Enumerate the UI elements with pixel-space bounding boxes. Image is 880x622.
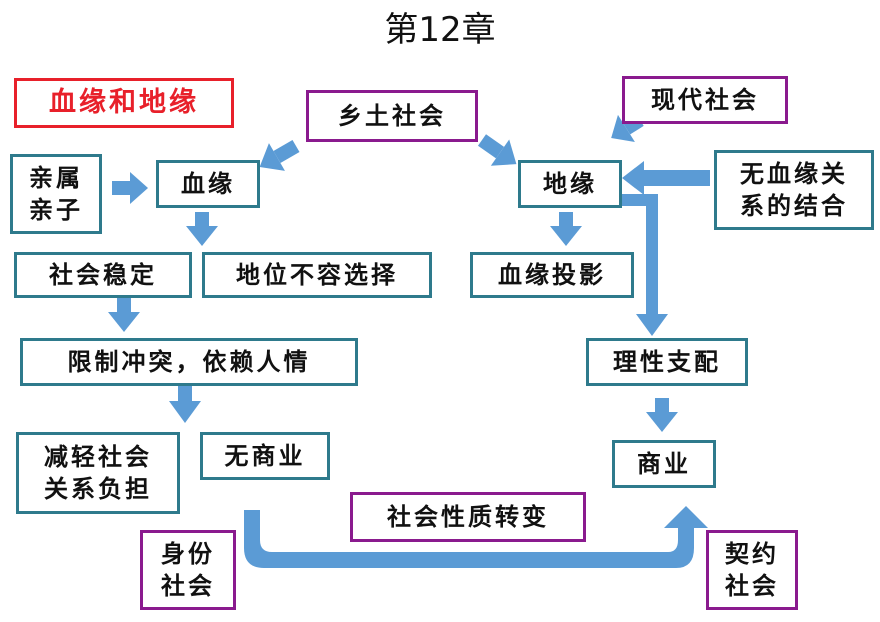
arrow-lixing-down [646,398,678,432]
node-shehui-xingzhi-zhuanbian: 社会性质转变 [350,492,586,542]
node-xiangtu-shehui: 乡土社会 [306,90,478,142]
chapter-title: 第12章 [384,10,496,50]
node-shehui-wending: 社会稳定 [14,252,192,298]
node-shenfen-shehui: 身份 社会 [140,530,236,610]
node-diwei-burong-xuanze: 地位不容选择 [202,252,432,298]
node-diyuan: 地缘 [518,160,622,208]
arrow-wending-down [108,296,140,332]
node-qiyue-shehui: 契约 社会 [706,530,798,610]
node-wuxueyuan-jiehe: 无血缘关 系的结合 [714,150,874,230]
node-qinshu-qinzi: 亲属 亲子 [10,154,102,234]
node-shangye: 商业 [612,440,716,488]
node-xueyuan-touying: 血缘投影 [470,252,634,298]
node-xianzhi-chongtu: 限制冲突，依赖人情 [20,338,358,386]
arrow-diyuan-to-lixing [622,194,668,336]
node-xiandai-shehui: 现代社会 [622,76,788,124]
arrow-shenfen-to-qiyue [244,506,708,568]
arrow-qinshu-to-xueyuan [112,172,148,204]
node-wu-shangye: 无商业 [200,432,330,480]
node-xueyuan: 血缘 [156,160,260,208]
arrow-xiangtu-to-diyuan [477,134,517,166]
arrow-wuxueyuan-to-diyuan [622,161,710,195]
arrow-xianzhi-down [169,385,201,423]
arrow-diyuan-down [550,212,582,246]
node-lixing-zhipei: 理性支配 [586,338,748,386]
arrow-xueyuan-down [186,212,218,246]
node-jianqing-fudan: 减轻社会 关系负担 [16,432,180,514]
section-label: 血缘和地缘 [14,78,234,128]
arrow-xiangtu-to-xueyuan [259,139,300,171]
